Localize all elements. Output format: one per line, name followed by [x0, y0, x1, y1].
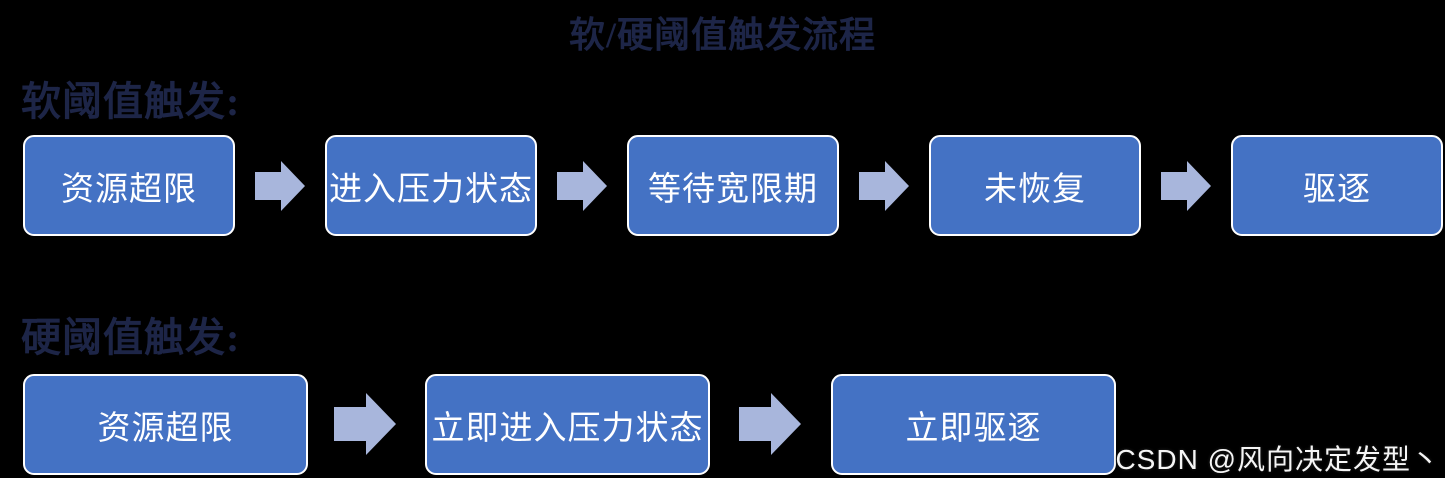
- flow-step-not-recovered: 未恢复: [929, 135, 1141, 236]
- flow-step-immediate-evict: 立即驱逐: [831, 374, 1116, 475]
- flow-step-label: 资源超限: [97, 408, 234, 446]
- flow-step-label: 资源超限: [61, 169, 197, 207]
- flow-step-label: 未恢复: [984, 169, 1086, 207]
- flow-step-label: 进入压力状态: [329, 169, 533, 207]
- right-arrow-icon: [557, 161, 607, 211]
- hard-flow-label: 硬阈值触发:: [21, 315, 241, 360]
- flow-step-label: 驱逐: [1303, 169, 1371, 207]
- csdn-watermark: CSDN @风向决定发型丶: [1115, 444, 1440, 475]
- flow-step-label: 立即驱逐: [905, 408, 1042, 446]
- flow-step-resource-exceeded: 资源超限: [23, 374, 308, 475]
- flow-step-evict: 驱逐: [1231, 135, 1443, 236]
- right-arrow-icon: [1161, 161, 1211, 211]
- right-arrow-icon: [859, 161, 909, 211]
- flow-step-grace-period: 等待宽限期: [627, 135, 839, 236]
- flow-step-immediate-pressure: 立即进入压力状态: [425, 374, 710, 475]
- flow-step-enter-pressure: 进入压力状态: [325, 135, 537, 236]
- right-arrow-icon: [739, 393, 801, 455]
- flow-step-resource-exceeded: 资源超限: [23, 135, 235, 236]
- right-arrow-icon: [255, 161, 305, 211]
- right-arrow-icon: [334, 393, 396, 455]
- flow-step-label: 等待宽限期: [648, 169, 818, 207]
- page-title: 软/硬阈值触发流程: [568, 15, 876, 55]
- soft-flow-label: 软阈值触发:: [21, 79, 241, 124]
- flow-step-label: 立即进入压力状态: [431, 408, 704, 446]
